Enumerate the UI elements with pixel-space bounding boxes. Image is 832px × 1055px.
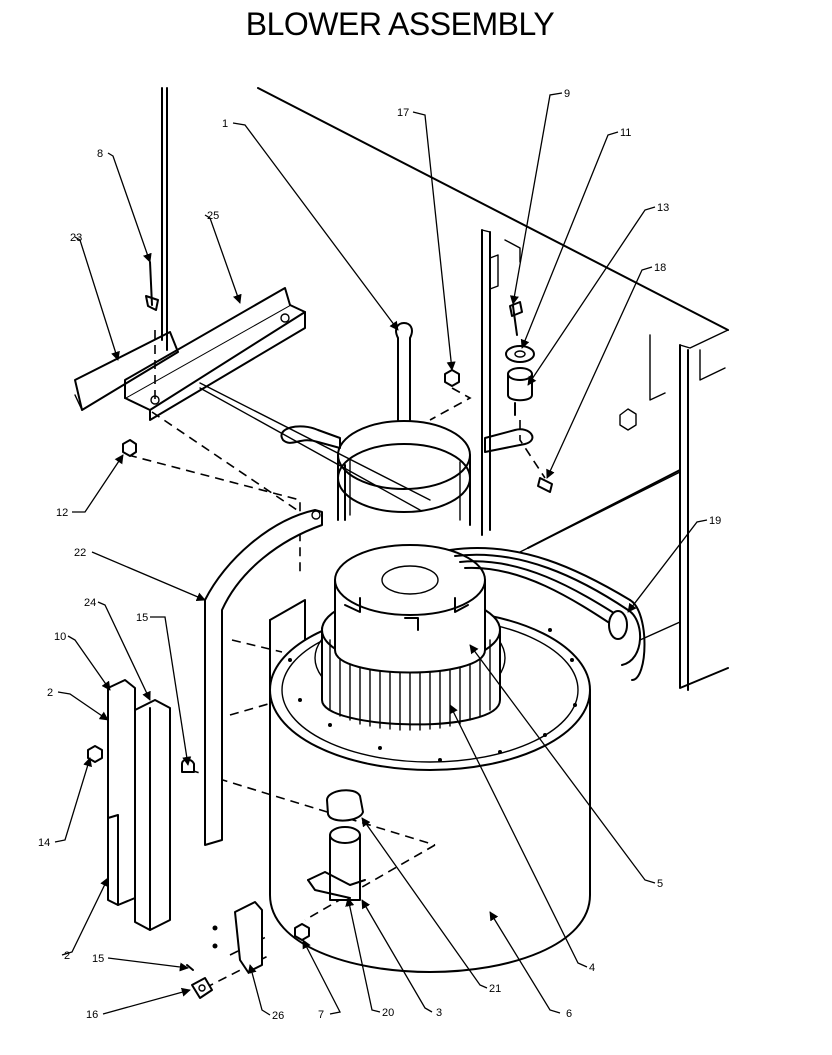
callout-23: 23 [70, 232, 82, 244]
screw [145, 261, 159, 311]
callout-12: 12 [56, 507, 68, 519]
callout-13: 13 [657, 202, 669, 214]
motor-mount [280, 322, 534, 526]
callout-7: 7 [318, 1009, 324, 1021]
callout-2: 2 [64, 950, 70, 962]
diagram-title: BLOWER ASSEMBLY [245, 6, 555, 42]
callout-15: 15 [136, 612, 148, 624]
cabinet-frame [161, 87, 729, 691]
callout-18: 18 [654, 262, 666, 274]
wire-harness [449, 547, 646, 681]
callout-17: 17 [397, 107, 409, 119]
plate [74, 331, 179, 411]
leader-lines [54, 92, 708, 1016]
callout-25: 25 [207, 210, 219, 222]
callout-20: 20 [382, 1007, 394, 1019]
callout-16: 16 [86, 1009, 98, 1021]
side-brackets [107, 679, 171, 931]
callout-26: 26 [272, 1010, 284, 1022]
hardware-parts [444, 301, 553, 493]
callout-3: 3 [436, 1007, 442, 1019]
lower-bracket [191, 901, 263, 999]
callout-24: 24 [84, 597, 96, 609]
callout-19: 19 [709, 515, 721, 527]
blower-motor [334, 544, 486, 674]
callout-10: 10 [54, 631, 66, 643]
cutoff-plate [204, 509, 323, 846]
callout-11: 11 [620, 127, 631, 139]
callout-14: 14 [38, 837, 50, 849]
mounting-bracket [124, 287, 306, 421]
callout-5: 5 [657, 878, 663, 890]
callout-8: 8 [97, 148, 103, 160]
callout-2: 2 [47, 687, 53, 699]
callout-21: 21 [489, 983, 501, 995]
callout-9: 9 [564, 88, 570, 100]
callout-4: 4 [589, 962, 595, 974]
callout-15: 15 [92, 953, 104, 965]
callout-labels: 1 2 2 3 4 5 6 7 8 9 10 11 12 13 14 15 15… [38, 88, 721, 1022]
capacitor [307, 789, 366, 901]
callout-6: 6 [566, 1008, 572, 1020]
callout-22: 22 [74, 547, 86, 559]
callout-1: 1 [222, 118, 228, 130]
